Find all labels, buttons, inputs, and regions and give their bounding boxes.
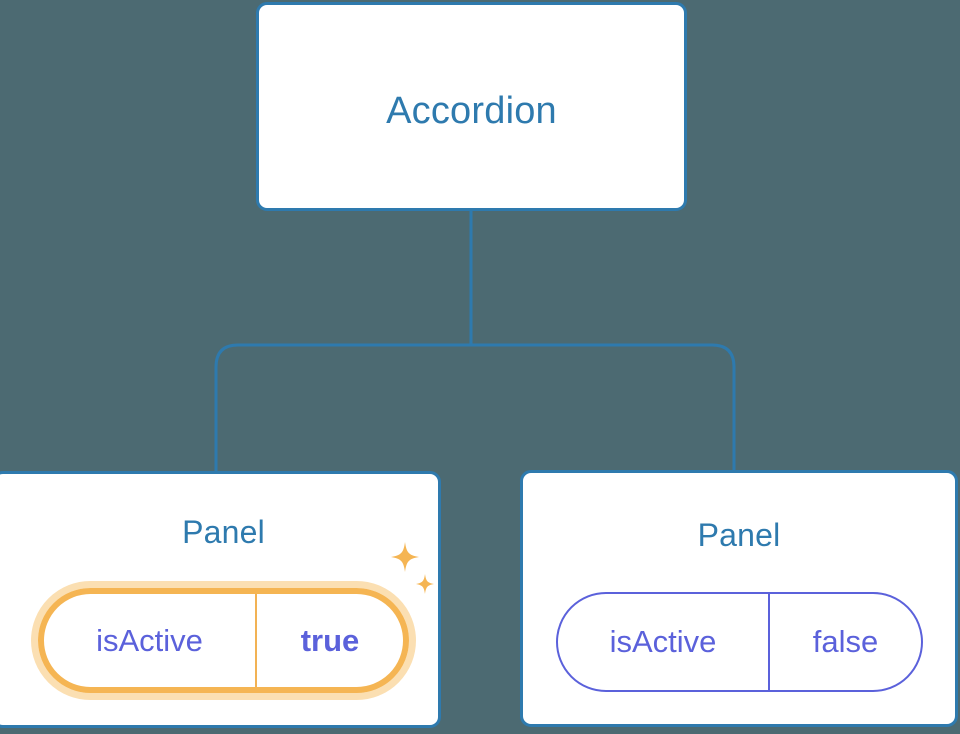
prop-value-label: false [812,624,879,659]
prop-value-label: true [300,622,360,658]
node-panel-inactive-title: Panel [697,517,781,553]
connector-branch-left [214,343,471,473]
prop-key-label: isActive [558,594,770,690]
prop-key-label: isActive [44,594,257,687]
prop-pill-isactive-false[interactable]: isActive false [556,592,923,692]
node-accordion-title: Accordion [386,90,557,132]
prop-pill-isactive-true[interactable]: isActive true [38,588,409,693]
node-accordion[interactable]: Accordion [256,2,687,211]
prop-highlight-ring [31,581,416,700]
node-panel-active-title: Panel [182,514,265,550]
connector-branch-right [471,343,736,473]
